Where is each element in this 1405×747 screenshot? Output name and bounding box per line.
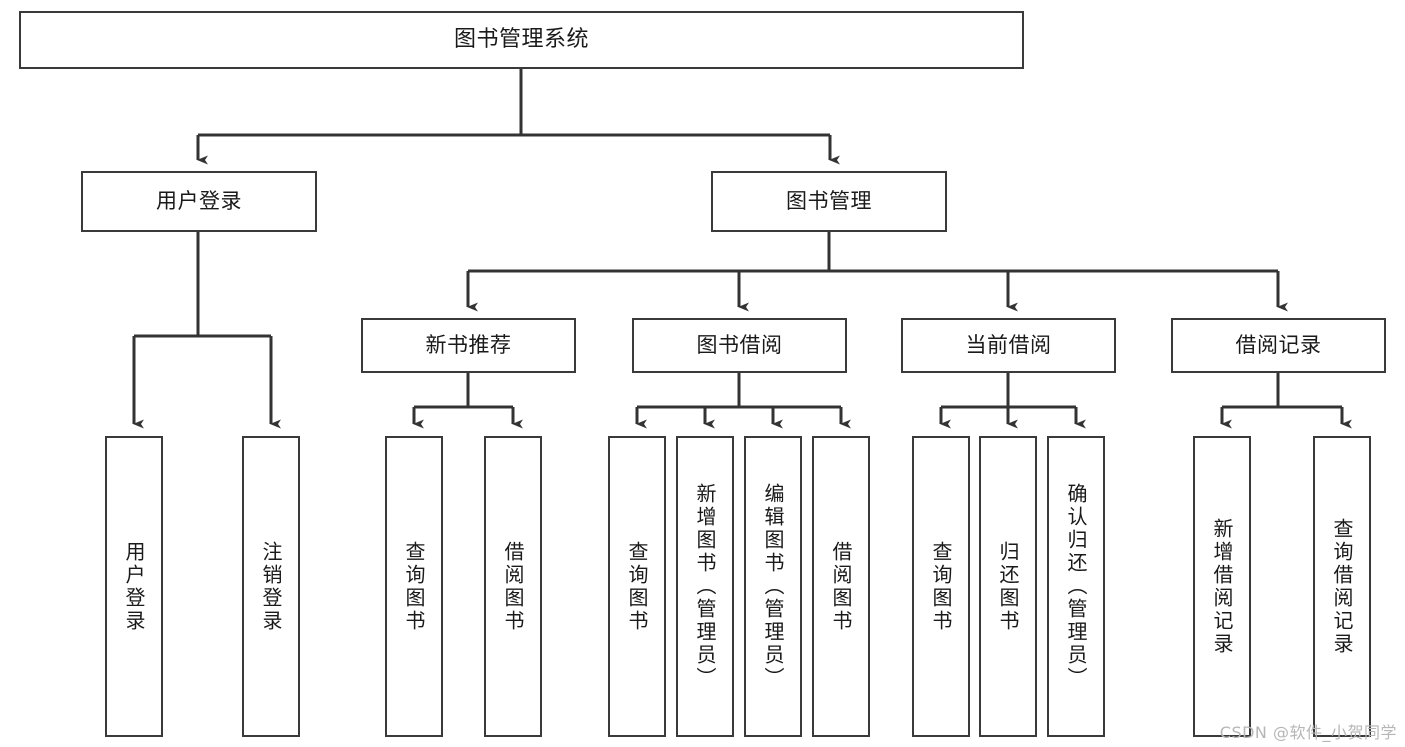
leaf-current-borrow-query[interactable]: 查询图书 — [912, 436, 970, 737]
node-label: 当前借阅 — [965, 333, 1052, 358]
node-label: 用户登录 — [122, 540, 146, 633]
node-borrow-records[interactable]: 借阅记录 — [1171, 318, 1386, 373]
leaf-book-borrow-add[interactable]: 新增图书（管理员） — [676, 436, 734, 737]
node-label: 图书管理系统 — [453, 27, 589, 53]
node-label: 借阅记录 — [1235, 333, 1322, 358]
node-label: 编辑图书（管理员） — [761, 483, 785, 690]
node-label: 新增借阅记录 — [1210, 517, 1234, 656]
leaf-current-borrow-return[interactable]: 归还图书 — [979, 436, 1037, 737]
node-book-borrow[interactable]: 图书借阅 — [632, 318, 847, 373]
node-label: 新增图书（管理员） — [693, 483, 717, 690]
leaf-book-borrow-query[interactable]: 查询图书 — [608, 436, 666, 737]
node-label: 查询借阅记录 — [1330, 517, 1354, 656]
csdn-watermark: CSDN @软件_小贺同学 — [1219, 723, 1397, 742]
node-user-login[interactable]: 用户登录 — [81, 171, 317, 232]
node-book-management[interactable]: 图书管理 — [711, 171, 947, 232]
node-label: 新书推荐 — [425, 333, 512, 358]
node-label: 图书管理 — [786, 189, 872, 214]
node-label: 查询图书 — [625, 540, 649, 633]
leaf-borrow-record-add[interactable]: 新增借阅记录 — [1193, 436, 1251, 737]
leaf-current-borrow-confirm-return[interactable]: 确认归还（管理员） — [1047, 436, 1105, 737]
node-label: 查询图书 — [402, 540, 426, 633]
node-label: 查询图书 — [929, 540, 953, 633]
leaf-new-book-borrow[interactable]: 借阅图书 — [484, 436, 542, 737]
node-label: 图书借阅 — [696, 333, 783, 358]
leaf-new-book-query[interactable]: 查询图书 — [385, 436, 443, 737]
node-label: 借阅图书 — [829, 540, 853, 633]
leaf-borrow-record-query[interactable]: 查询借阅记录 — [1313, 436, 1371, 737]
node-label: 确认归还（管理员） — [1064, 483, 1088, 690]
leaf-user-login-signin[interactable]: 用户登录 — [105, 436, 163, 737]
node-label: 注销登录 — [259, 540, 283, 633]
leaf-book-borrow-lend[interactable]: 借阅图书 — [812, 436, 870, 737]
node-current-borrow[interactable]: 当前借阅 — [901, 318, 1116, 373]
leaf-user-login-signout[interactable]: 注销登录 — [242, 436, 300, 737]
node-new-book-recommend[interactable]: 新书推荐 — [361, 318, 576, 373]
leaf-book-borrow-edit[interactable]: 编辑图书（管理员） — [744, 436, 802, 737]
node-root-book-management-system[interactable]: 图书管理系统 — [19, 11, 1024, 69]
node-label: 归还图书 — [996, 540, 1020, 633]
node-label: 借阅图书 — [501, 540, 525, 633]
node-label: 用户登录 — [156, 189, 242, 214]
